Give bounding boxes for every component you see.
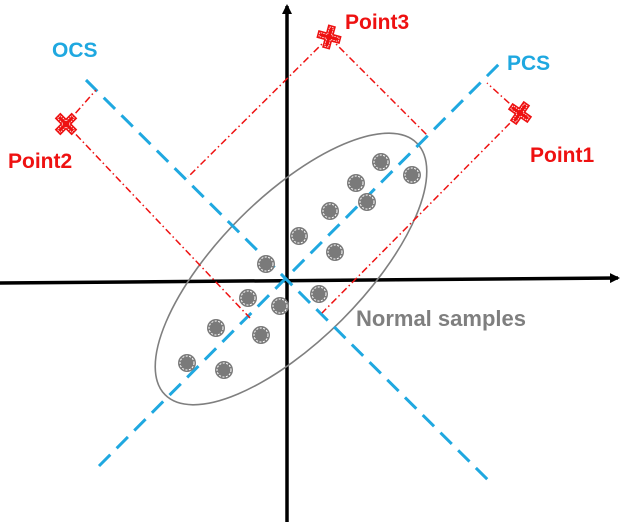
normal-samples-label: Normal samples: [356, 306, 526, 331]
normal-samples-ellipse: [154, 132, 428, 406]
projection-lines: [65, 36, 521, 319]
point1-label: Point1: [530, 144, 594, 167]
pcs-label: PCS: [507, 52, 550, 75]
pcs-axis: [97, 61, 502, 468]
x-axis: [0, 273, 620, 285]
point3-label: Point3: [345, 11, 409, 34]
ocs-axis: [84, 78, 492, 484]
point2-label: Point2: [8, 150, 72, 173]
ocs-label: OCS: [52, 39, 98, 62]
